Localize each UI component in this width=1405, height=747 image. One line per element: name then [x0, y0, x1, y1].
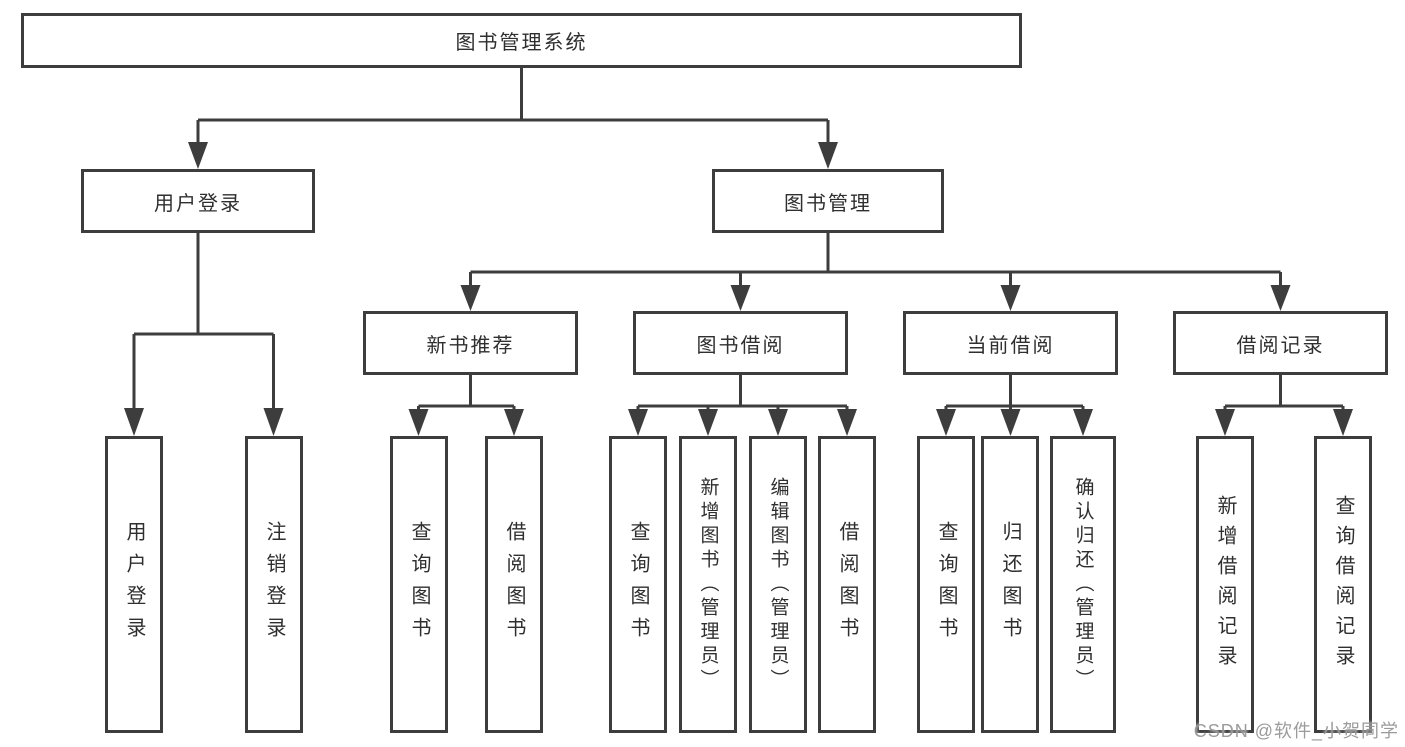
connector-book-borrow-children: [636, 375, 849, 414]
node-book-mgmt: 图书管理: [712, 169, 944, 233]
node-book-borrow: 图书借阅: [633, 311, 848, 375]
leaf-cb-confirm-return: 确认归还（管理员）: [1050, 436, 1116, 733]
leaf-bb-edit-books: 编辑图书（管理员）: [749, 436, 807, 733]
node-book-borrow-label: 图书借阅: [696, 334, 785, 357]
watermark: CSDN @软件_小贺同学: [1193, 721, 1399, 741]
arrowheads-current-borrow-children: [936, 409, 1093, 436]
leaf-bb-query-books-label: 查询图书: [627, 520, 649, 649]
leaf-logout-label: 注销登录: [263, 520, 285, 649]
leaf-br-add-record-label: 新增借阅记录: [1214, 494, 1236, 675]
node-root: 图书管理系统: [21, 13, 1022, 68]
leaf-user-login: 用户登录: [105, 436, 163, 733]
node-root-label: 图书管理系统: [455, 32, 588, 54]
leaf-bb-add-books-label: 新增图书（管理员）: [697, 476, 719, 693]
arrowheads-level3: [460, 285, 1291, 311]
leaf-rec-borrow-books-label: 借阅图书: [503, 520, 525, 649]
leaf-bb-borrow-books: 借阅图书: [818, 436, 876, 733]
node-borrow-record-label: 借阅记录: [1236, 334, 1325, 357]
arrowheads-new-rec-children: [408, 409, 524, 436]
leaf-logout: 注销登录: [245, 436, 303, 733]
connector-book-mgmt-to-level3: [469, 233, 1282, 290]
connector-borrow-record-children: [1223, 375, 1345, 414]
leaf-user-login-label: 用户登录: [123, 520, 145, 649]
connector-current-borrow-children: [944, 375, 1085, 414]
leaf-bb-query-books: 查询图书: [609, 436, 667, 733]
leaf-bb-edit-books-label: 编辑图书（管理员）: [767, 476, 789, 693]
leaf-br-query-record: 查询借阅记录: [1314, 436, 1372, 733]
arrowheads-level2: [188, 142, 838, 169]
node-book-mgmt-label: 图书管理: [784, 192, 872, 215]
leaf-br-add-record: 新增借阅记录: [1196, 436, 1254, 733]
arrowheads-book-borrow-children: [628, 409, 857, 436]
leaf-bb-add-books: 新增图书（管理员）: [679, 436, 737, 733]
leaf-rec-query-books-label: 查询图书: [408, 520, 430, 649]
leaf-bb-borrow-books-label: 借阅图书: [836, 520, 858, 649]
leaf-cb-confirm-return-label: 确认归还（管理员）: [1072, 476, 1094, 693]
node-current-borrow: 当前借阅: [903, 311, 1118, 375]
connector-root-to-level2: [196, 68, 830, 146]
arrowheads-user-login-children: [124, 408, 284, 436]
leaf-cb-return-books-label: 归还图书: [999, 520, 1021, 649]
arrowheads-borrow-record-children: [1215, 409, 1353, 436]
leaf-rec-borrow-books: 借阅图书: [485, 436, 543, 733]
node-new-rec-label: 新书推荐: [426, 334, 515, 357]
connector-new-rec-children: [417, 375, 516, 414]
leaf-cb-return-books: 归还图书: [981, 436, 1039, 733]
leaf-cb-query-books: 查询图书: [917, 436, 975, 733]
node-user-login-label: 用户登录: [154, 192, 242, 215]
node-user-login: 用户登录: [81, 169, 315, 233]
leaf-cb-query-books-label: 查询图书: [935, 520, 957, 649]
node-new-rec: 新书推荐: [363, 311, 578, 375]
connector-user-login-children: [132, 233, 275, 412]
node-current-borrow-label: 当前借阅: [966, 334, 1055, 357]
node-borrow-record: 借阅记录: [1173, 311, 1388, 375]
leaf-br-query-record-label: 查询借阅记录: [1332, 494, 1354, 675]
leaf-rec-query-books: 查询图书: [390, 436, 448, 733]
